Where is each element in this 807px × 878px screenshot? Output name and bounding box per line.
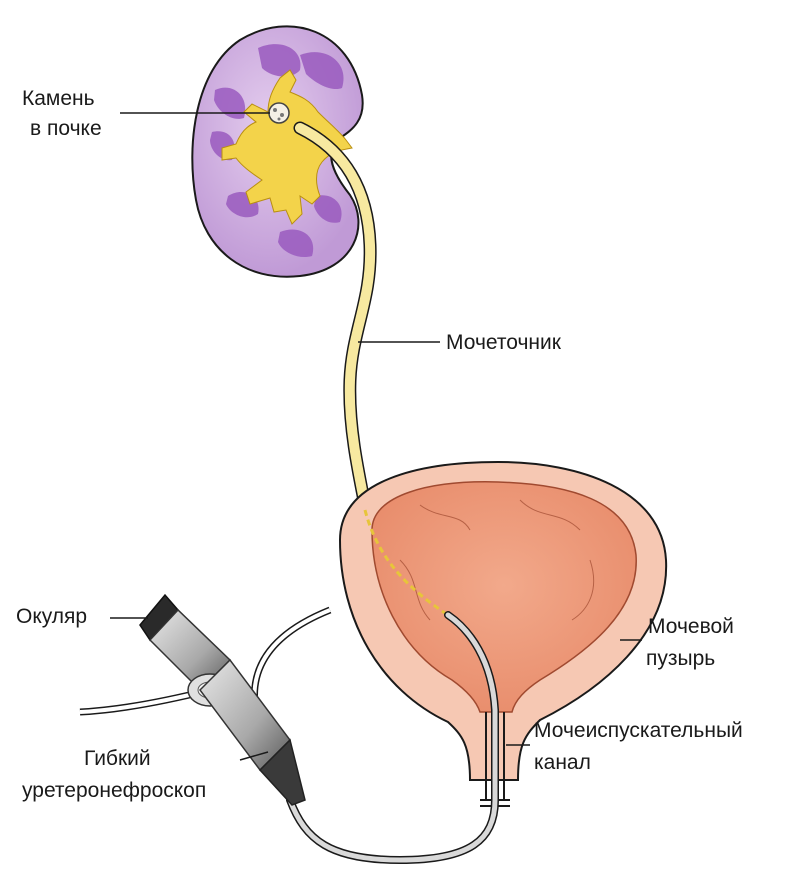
label-scope-line2: уретеронефроскоп: [22, 778, 206, 804]
label-bladder-line1: Мочевой: [648, 614, 734, 640]
label-kidney-stone-line2: в почке: [30, 116, 102, 142]
label-ureter: Мочеточник: [446, 330, 561, 356]
kidney-stone: [269, 103, 289, 123]
label-kidney-stone-line1: Камень: [22, 86, 95, 112]
label-urethra-line2: канал: [534, 750, 591, 776]
label-urethra-line1: Мочеиспускательный: [534, 718, 743, 744]
label-eyepiece: Окуляр: [16, 604, 87, 630]
label-bladder-line2: пузырь: [646, 646, 715, 672]
label-scope-line1: Гибкий: [84, 746, 151, 772]
